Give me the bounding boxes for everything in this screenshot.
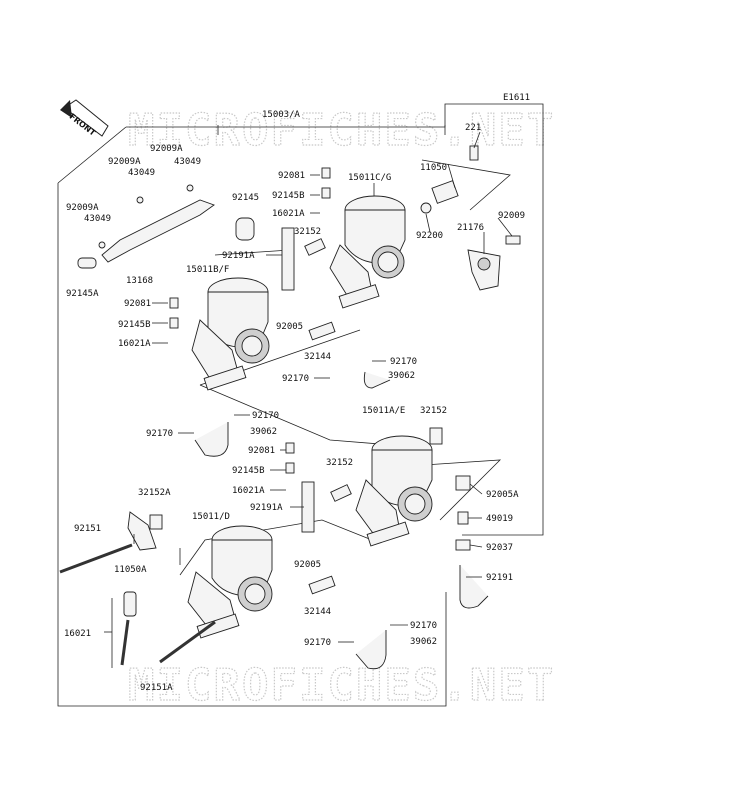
carburetor-lower-right: [355, 435, 433, 547]
label-92009A-3: 92009A: [66, 203, 99, 213]
watermark-top: MICROFICHES.NET: [128, 105, 555, 156]
assembly-frame: [57, 103, 544, 707]
label-92170-d: 92170: [146, 429, 173, 439]
label-92005A: 92005A: [486, 490, 519, 500]
label-92081-top: 92081: [278, 171, 305, 181]
label-92145A: 92145A: [66, 289, 99, 299]
label-43049-1: 43049: [174, 157, 201, 167]
label-43049-3: 43049: [84, 214, 111, 224]
label-16021: 16021: [64, 629, 91, 639]
carburetor-lower-left: [187, 525, 273, 639]
label-92145B-mid: 92145B: [118, 320, 151, 330]
label-92170-e: 92170: [410, 621, 437, 631]
watermark-bottom: MICROFICHES.NET: [128, 660, 555, 711]
label-92009A-2: 92009A: [108, 157, 141, 167]
front-arrow-icon: FRONT: [60, 99, 109, 138]
label-11050: 11050: [420, 163, 447, 173]
label-92145B-top: 92145B: [272, 191, 305, 201]
label-16021A-mid: 16021A: [118, 339, 151, 349]
label-13168: 13168: [126, 276, 153, 286]
label-32152A: 32152A: [138, 488, 171, 498]
label-21176: 21176: [457, 223, 484, 233]
label-92170-f: 92170: [304, 638, 331, 648]
label-92191A-low: 92191A: [250, 503, 283, 513]
label-39062-b: 39062: [250, 427, 277, 437]
label-15003A: 15003/A: [262, 110, 301, 120]
label-11050A: 11050A: [114, 565, 147, 575]
label-92037: 92037: [486, 543, 513, 553]
label-39062-c: 39062: [410, 637, 437, 647]
label-92009A-1: 92009A: [150, 144, 183, 154]
hoses: [194, 371, 489, 670]
spring-92145: [235, 217, 255, 241]
label-92145: 92145: [232, 193, 259, 203]
bracket-13168: [98, 184, 215, 263]
spring-92145A: [77, 257, 97, 269]
label-92151: 92151: [74, 524, 101, 534]
label-leaders: [104, 131, 513, 668]
bolts: [59, 475, 471, 666]
label-92170-b: 92170: [282, 374, 309, 384]
label-221: 221: [465, 123, 481, 133]
part-labels: 15003/A 221 11050 92009 21176 92200 1501…: [64, 110, 525, 693]
label-92145B-low: 92145B: [232, 466, 265, 476]
label-16021A-low: 16021A: [232, 486, 265, 496]
label-15011CG: 15011C/G: [348, 173, 391, 183]
label-92170-a: 92170: [390, 357, 417, 367]
diagram-code: E1611: [503, 93, 530, 103]
label-92200: 92200: [416, 231, 443, 241]
label-43049-2: 43049: [128, 168, 155, 178]
label-92081-low: 92081: [248, 446, 275, 456]
label-92009: 92009: [498, 211, 525, 221]
label-15011AE: 15011A/E: [362, 406, 405, 416]
label-92191: 92191: [486, 573, 513, 583]
label-92005-top: 92005: [276, 322, 303, 332]
springs-and-fittings: [77, 167, 443, 595]
throttle-sensor-21176: [431, 145, 521, 291]
label-92170-c: 92170: [252, 411, 279, 421]
label-32152-mid: 32152: [420, 406, 447, 416]
label-32152-top: 32152: [294, 227, 321, 237]
label-32152-mid2: 32152: [326, 458, 353, 468]
label-15011BF: 15011B/F: [186, 265, 229, 275]
label-32144-low: 32144: [304, 607, 331, 617]
tube-92191A-top: [281, 227, 295, 291]
label-49019: 49019: [486, 514, 513, 524]
label-32144-top: 32144: [304, 352, 331, 362]
label-92005-low: 92005: [294, 560, 321, 570]
carburetor-upper-left: [191, 277, 270, 391]
label-15011D: 15011/D: [192, 512, 230, 522]
label-92081-mid: 92081: [124, 299, 151, 309]
label-16021A-top: 16021A: [272, 209, 305, 219]
label-39062-a: 39062: [388, 371, 415, 381]
carburetor-upper-right: [329, 195, 406, 309]
label-92191A-top: 92191A: [222, 251, 255, 261]
label-92151A: 92151A: [140, 683, 173, 693]
